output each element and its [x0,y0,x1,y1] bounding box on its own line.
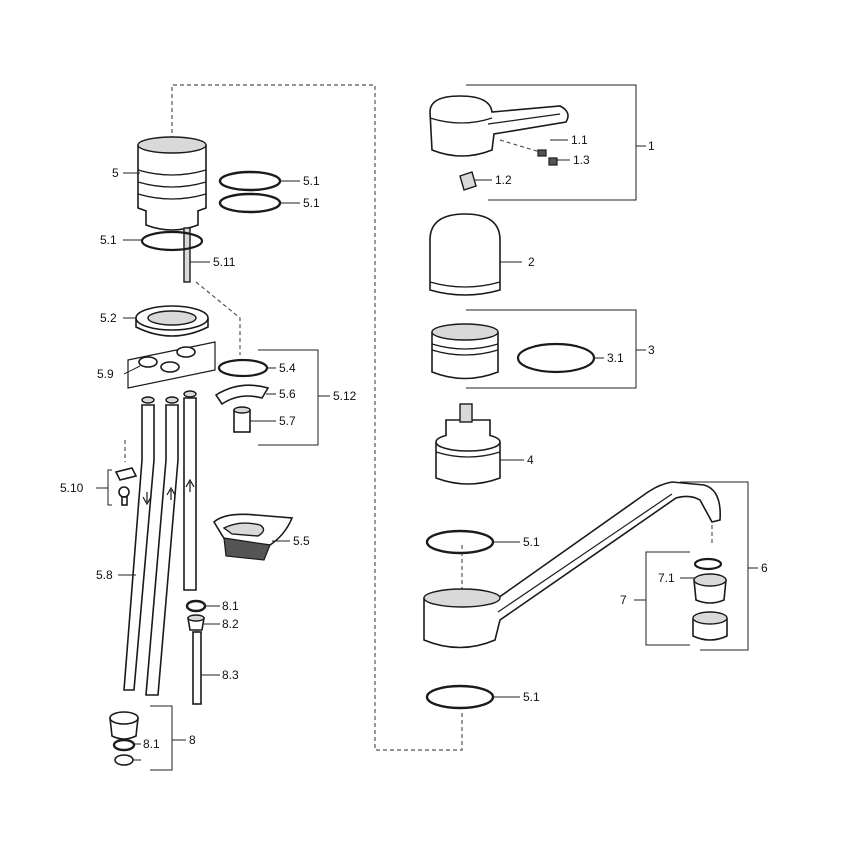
label-5-8: 5.8 [96,568,113,582]
bracket-5-12 [258,349,330,446]
label-1: 1 [648,139,655,153]
label-8-3: 8.3 [222,668,239,682]
part-1-1-screw [537,149,547,157]
part-3-1-oring [516,342,596,374]
part-5-8-hoses [123,390,197,696]
part-5-11-pin [183,227,191,283]
label-5-1-second: 5.1 [303,196,320,210]
part-7-aerator-housing [692,611,728,641]
part-5-7-nut [233,406,251,433]
label-1-3: 1.3 [573,153,590,167]
label-6: 6 [761,561,768,575]
part-6-spout [423,481,721,649]
part-5-4-ring [217,358,269,378]
label-3: 3 [648,343,655,357]
label-5: 5 [112,166,119,180]
part-4-cartridge [435,403,501,485]
part-8-1-washer-upper [185,599,207,613]
part-1-2-cap [459,171,477,191]
label-5-11: 5.11 [213,255,236,269]
part-1-3-grub-screw [548,157,558,166]
label-5-5: 5.5 [293,534,310,548]
part-2-cover [429,213,501,296]
leader-lines [96,139,694,761]
bracket-7 [634,551,690,646]
label-8-2: 8.2 [222,617,239,631]
label-5-7: 5.7 [279,414,296,428]
part-5-9-washers [127,341,216,389]
label-8-1-lower: 8.1 [143,737,160,751]
label-5-1-right-upper: 5.1 [523,535,540,549]
part-8-2-fitting [187,614,205,631]
label-7-1: 7.1 [658,571,675,585]
part-5-5-plate [212,513,294,561]
part-8-3-tube [192,631,202,705]
part-7-1-aerator-insert [693,557,727,604]
callout-labels: 5 5.1 5.1 5.1 5.11 5.2 5.9 5.4 5.6 5.12 … [60,133,768,751]
label-5-10: 5.10 [60,481,84,495]
label-4: 4 [527,453,534,467]
assembly-guide-lines [124,84,713,751]
label-5-1-right-lower: 5.1 [523,690,540,704]
bracket-3 [466,309,646,389]
part-5-2-ring [135,305,209,337]
bracket-1 [466,84,646,201]
label-5-1-lower: 5.1 [100,233,117,247]
part-5-cartridge-body [137,136,207,231]
label-5-12: 5.12 [333,389,357,403]
label-8-1-upper: 8.1 [222,599,239,613]
label-7: 7 [620,593,627,607]
part-3-bonnet [431,323,499,380]
label-5-9: 5.9 [97,367,114,381]
part-5-6-clip [214,384,270,406]
label-3-1: 3.1 [607,351,624,365]
label-5-4: 5.4 [279,361,296,375]
label-2: 2 [528,255,535,269]
label-5-6: 5.6 [279,387,296,401]
label-5-1-top: 5.1 [303,174,320,188]
label-1-1: 1.1 [571,133,588,147]
label-8: 8 [189,733,196,747]
part-5-10-clamp-screw [107,467,138,506]
label-1-2: 1.2 [495,173,512,187]
part-1-lever-handle [429,95,569,157]
label-5-2: 5.2 [100,311,117,325]
bracket-6 [680,481,758,651]
